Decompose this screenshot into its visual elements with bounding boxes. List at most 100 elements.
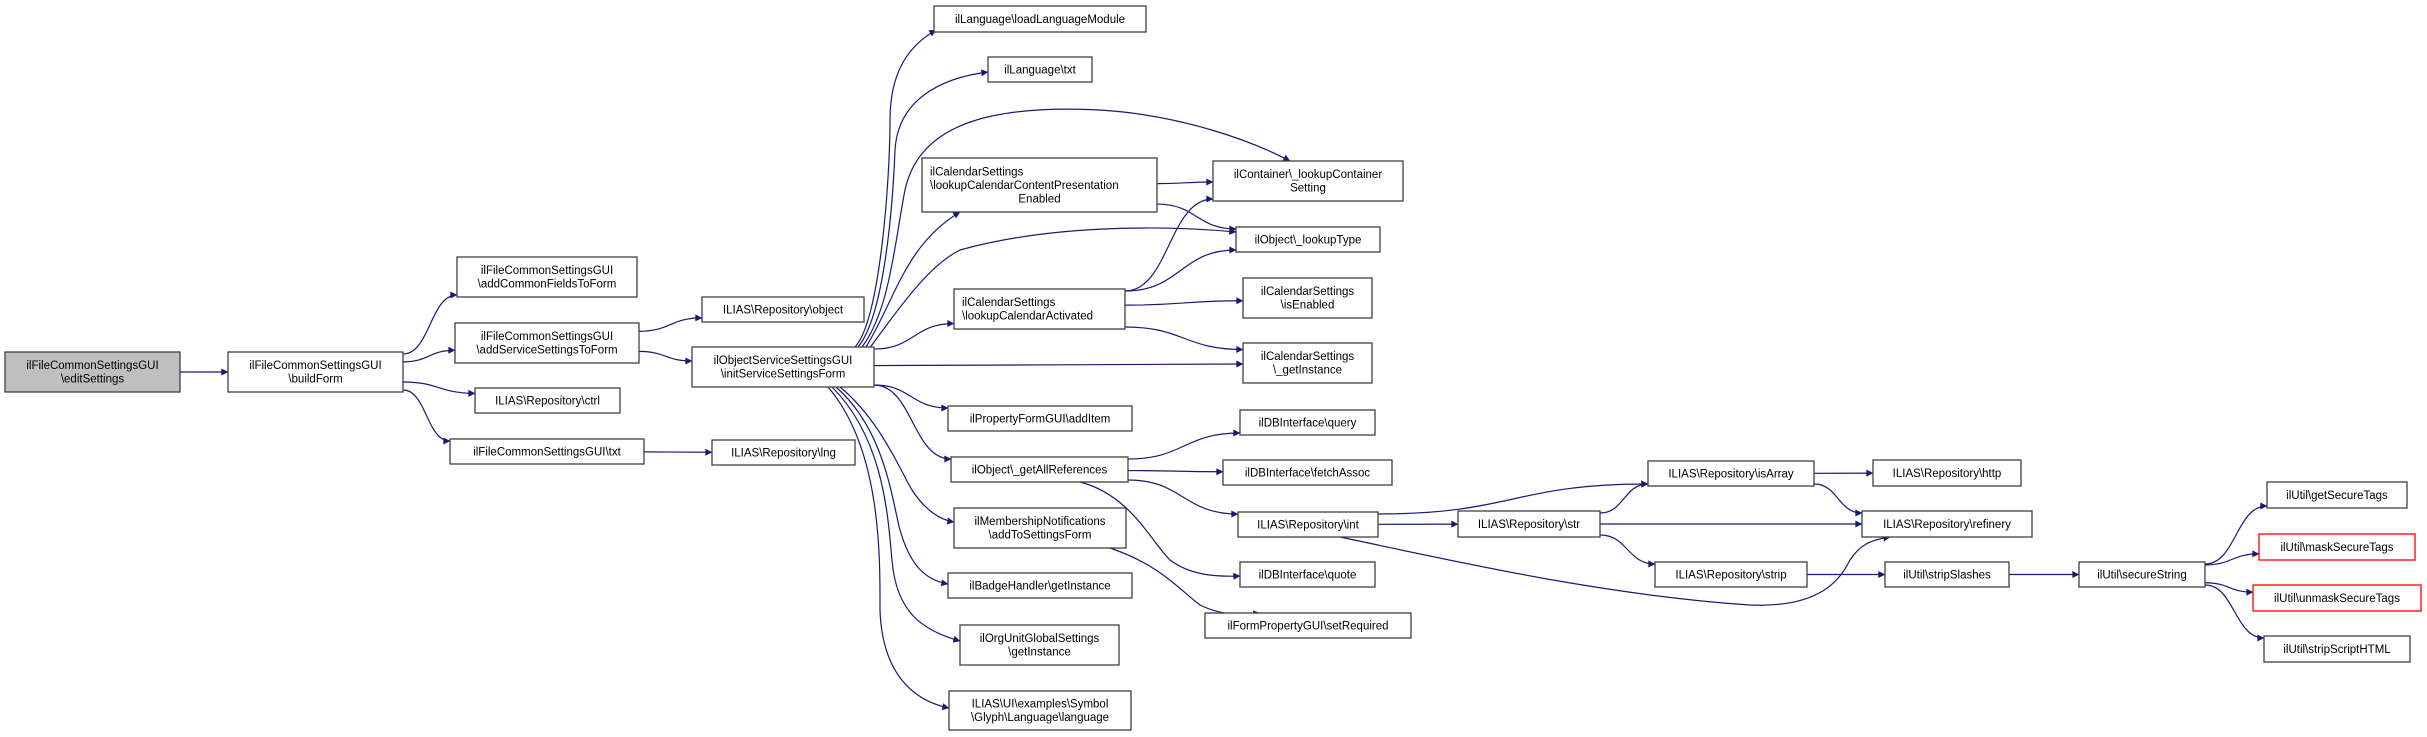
node-box[interactable] bbox=[454, 322, 640, 364]
node-box[interactable] bbox=[1872, 459, 2022, 487]
node-buildForm[interactable]: ilFileCommonSettingsGUI\buildForm bbox=[227, 351, 404, 393]
node-box[interactable] bbox=[1861, 510, 2033, 538]
node-box[interactable] bbox=[948, 690, 1132, 731]
node-stripSlashes[interactable]: ilUtil\stripSlashes bbox=[1884, 561, 2010, 588]
node-box[interactable] bbox=[987, 56, 1093, 83]
node-box[interactable] bbox=[1239, 409, 1376, 436]
edge-line bbox=[1156, 203, 1237, 233]
node-unmaskSecureTags[interactable]: ilUtil\unmaskSecureTags bbox=[2252, 584, 2422, 612]
node-loadLanguageModule[interactable]: ilLanguage\loadLanguageModule bbox=[933, 5, 1147, 33]
node-badgeGetInstance[interactable]: ilBadgeHandler\getInstance bbox=[947, 572, 1133, 599]
node-box[interactable] bbox=[1222, 459, 1393, 486]
node-box[interactable] bbox=[2263, 635, 2411, 663]
node-repoRefinery[interactable]: ILIAS\Repository\refinery bbox=[1861, 510, 2033, 538]
node-orgUnitGetInstance[interactable]: ilOrgUnitGlobalSettings\getInstance bbox=[959, 624, 1120, 666]
nodes-layer: ilFileCommonSettingsGUI\editSettingsilFi… bbox=[4, 5, 2422, 731]
node-repoInt[interactable]: ILIAS\Repository\int bbox=[1237, 511, 1379, 538]
node-setRequired[interactable]: ilFormPropertyGUI\setRequired bbox=[1204, 612, 1412, 639]
node-box[interactable] bbox=[2258, 533, 2416, 561]
node-box[interactable] bbox=[947, 405, 1133, 432]
node-box[interactable] bbox=[691, 346, 875, 388]
node-box[interactable] bbox=[2266, 481, 2408, 509]
node-box[interactable] bbox=[474, 387, 621, 414]
node-box[interactable] bbox=[1647, 460, 1815, 487]
node-box[interactable] bbox=[701, 296, 865, 323]
node-box[interactable] bbox=[947, 572, 1133, 599]
node-box[interactable] bbox=[449, 438, 645, 465]
node-box[interactable] bbox=[1884, 561, 2010, 588]
node-repoObject[interactable]: ILIAS\Repository\object bbox=[701, 296, 865, 323]
edge-getAllReferences-to-dbQuery bbox=[1127, 429, 1241, 460]
edge-line bbox=[638, 314, 703, 332]
node-box[interactable] bbox=[1242, 342, 1373, 384]
node-box[interactable] bbox=[711, 439, 856, 466]
node-repoLng[interactable]: ILIAS\Repository\lng bbox=[711, 439, 856, 466]
node-addToSettingsForm[interactable]: ilMembershipNotifications\addToSettingsF… bbox=[953, 507, 1127, 549]
node-addServiceSettingsToForm[interactable]: ilFileCommonSettingsGUI\addServiceSettin… bbox=[454, 322, 640, 364]
node-fcsTxt[interactable]: ilFileCommonSettingsGUI\txt bbox=[449, 438, 645, 465]
node-label-line: Enabled bbox=[1018, 193, 1060, 205]
node-box[interactable] bbox=[1242, 277, 1373, 319]
node-calIsEnabled[interactable]: ilCalendarSettings\isEnabled bbox=[1242, 277, 1373, 319]
node-dbQuote[interactable]: ilDBInterface\quote bbox=[1239, 561, 1376, 588]
node-maskSecureTags[interactable]: ilUtil\maskSecureTags bbox=[2258, 533, 2416, 561]
node-getSecureTags[interactable]: ilUtil\getSecureTags bbox=[2266, 481, 2408, 509]
node-label-line: ilCalendarSettings bbox=[1261, 351, 1355, 363]
node-addCommonFieldsToForm[interactable]: ilFileCommonSettingsGUI\addCommonFieldsT… bbox=[456, 256, 638, 298]
node-label-line: ilUtil\unmaskSecureTags bbox=[2274, 593, 2400, 605]
node-dbFetchAssoc[interactable]: ilDBInterface\fetchAssoc bbox=[1222, 459, 1393, 486]
edge-buildForm-to-fcsTxt bbox=[402, 389, 451, 445]
node-box[interactable] bbox=[1239, 561, 1376, 588]
edge-buildForm-to-addServiceSettingsToForm bbox=[402, 346, 456, 363]
node-lookupType[interactable]: ilObject\_lookupType bbox=[1235, 226, 1381, 253]
node-secureString[interactable]: ilUtil\secureString bbox=[2078, 561, 2206, 588]
node-langTxt[interactable]: ilLanguage\txt bbox=[987, 56, 1093, 83]
node-repoHttp[interactable]: ILIAS\Repository\http bbox=[1872, 459, 2022, 487]
node-label-line: ILIAS\Repository\object bbox=[723, 304, 844, 316]
node-box[interactable] bbox=[1204, 612, 1412, 639]
node-dbQuery[interactable]: ilDBInterface\query bbox=[1239, 409, 1376, 436]
node-box[interactable] bbox=[950, 456, 1129, 483]
node-box[interactable] bbox=[1457, 510, 1601, 538]
node-label-line: ILIAS\Repository\lng bbox=[731, 447, 836, 459]
node-stripScriptHTML[interactable]: ilUtil\stripScriptHTML bbox=[2263, 635, 2411, 663]
node-label-line: ilOrgUnitGlobalSettings bbox=[980, 633, 1100, 645]
node-box[interactable] bbox=[1235, 226, 1381, 253]
node-repoStrip[interactable]: ILIAS\Repository\strip bbox=[1654, 561, 1808, 588]
node-repoIsArray[interactable]: ILIAS\Repository\isArray bbox=[1647, 460, 1815, 487]
node-label-line: \isEnabled bbox=[1281, 300, 1335, 312]
node-lookupCalendarActivated[interactable]: ilCalendarSettings\lookupCalendarActivat… bbox=[953, 288, 1126, 330]
node-label-line: \lookupCalendarContentPresentation bbox=[930, 180, 1119, 192]
node-box[interactable] bbox=[953, 507, 1127, 549]
node-initServiceSettingsForm[interactable]: ilObjectServiceSettingsGUI\initServiceSe… bbox=[691, 346, 875, 388]
edge-lookupCalendarContentPresentationEnabled-to-lookupContainerSetting bbox=[1156, 178, 1214, 186]
node-box[interactable] bbox=[1237, 511, 1379, 538]
node-calGetInstance[interactable]: ilCalendarSettings\_getInstance bbox=[1242, 342, 1373, 384]
node-box[interactable] bbox=[2252, 584, 2422, 612]
node-label-line: \buildForm bbox=[288, 374, 342, 386]
node-lookupCalendarContentPresentationEnabled[interactable]: ilCalendarSettings\lookupCalendarContent… bbox=[921, 157, 1158, 213]
node-label-line: ilUtil\maskSecureTags bbox=[2280, 542, 2393, 554]
node-getAllReferences[interactable]: ilObject\_getAllReferences bbox=[950, 456, 1129, 483]
node-editSettings[interactable]: ilFileCommonSettingsGUI\editSettings bbox=[4, 351, 181, 393]
node-box[interactable] bbox=[959, 624, 1120, 666]
node-label-line: ilFileCommonSettingsGUI bbox=[26, 360, 158, 372]
node-box[interactable] bbox=[953, 288, 1126, 330]
node-box[interactable] bbox=[227, 351, 404, 393]
node-box[interactable] bbox=[1212, 160, 1404, 202]
edge-line bbox=[402, 346, 456, 363]
node-box[interactable] bbox=[1654, 561, 1808, 588]
node-box[interactable] bbox=[2078, 561, 2206, 588]
node-repoCtrl[interactable]: ILIAS\Repository\ctrl bbox=[474, 387, 621, 414]
node-addItem[interactable]: ilPropertyFormGUI\addItem bbox=[947, 405, 1133, 432]
node-box[interactable] bbox=[4, 351, 181, 393]
node-label-line: \addCommonFieldsToForm bbox=[478, 279, 617, 291]
node-box[interactable] bbox=[933, 5, 1147, 33]
node-repoStr[interactable]: ILIAS\Repository\str bbox=[1457, 510, 1601, 538]
node-glyphLanguage[interactable]: ILIAS\UI\examples\Symbol\Glyph\Language\… bbox=[948, 690, 1132, 731]
node-box[interactable] bbox=[456, 256, 638, 298]
node-box[interactable] bbox=[921, 157, 1158, 213]
node-label-line: ilUtil\getSecureTags bbox=[2286, 490, 2388, 502]
edge-line bbox=[1124, 297, 1244, 306]
